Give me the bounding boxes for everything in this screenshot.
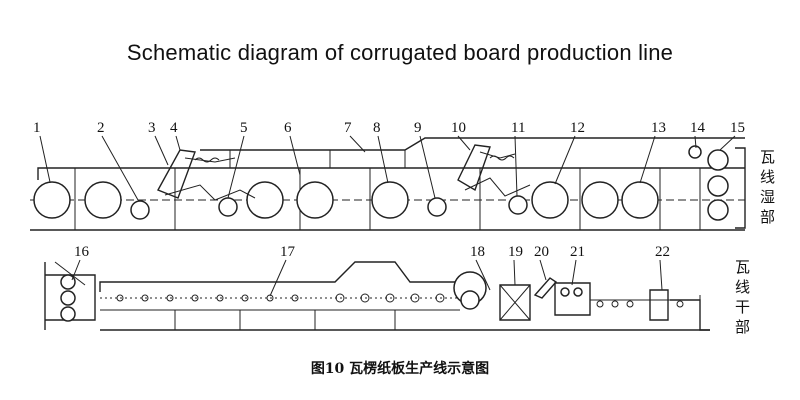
paper-roll <box>371 181 409 219</box>
label-15: 15 <box>730 120 745 136</box>
label-6: 6 <box>284 120 292 136</box>
label-22: 22 <box>655 244 670 260</box>
single-facer-10 <box>457 144 491 192</box>
double-backer-hood <box>99 261 460 292</box>
dry-posts <box>174 310 396 330</box>
stacker-21 <box>554 282 591 316</box>
paper-roll-13 <box>621 181 659 219</box>
output-table <box>670 299 710 331</box>
svg-text:线: 线 <box>760 168 775 186</box>
stack-roll <box>707 199 729 221</box>
glue-roll <box>60 306 76 322</box>
dry-part-labels: 16 17 18 19 20 21 22 <box>74 244 670 260</box>
frame-left <box>37 167 180 180</box>
glue-roll <box>60 290 76 306</box>
wet-section <box>30 137 746 231</box>
paper-roll-12 <box>531 181 569 219</box>
overhead-bridge <box>200 137 745 151</box>
svg-text:瓦: 瓦 <box>735 258 750 276</box>
label-18: 18 <box>470 244 485 260</box>
label-12: 12 <box>570 120 585 136</box>
web-path <box>479 151 516 159</box>
label-5: 5 <box>240 120 248 136</box>
cutter-20 <box>533 277 558 299</box>
feed-line <box>54 261 86 286</box>
end-frame <box>735 147 746 229</box>
slitter-cross <box>499 284 531 321</box>
stacker-roll <box>573 287 583 297</box>
figure-caption: 图10 瓦楞纸板生产线示意图 <box>310 361 490 377</box>
diagram-title: Schematic diagram of corrugated board pr… <box>126 40 674 65</box>
label-20: 20 <box>534 244 549 260</box>
paper-roll <box>246 181 284 219</box>
bridge-web <box>489 155 515 161</box>
web-path <box>464 177 531 197</box>
preheater-roll-5 <box>218 197 238 217</box>
output-conveyor <box>590 295 701 301</box>
label-14: 14 <box>690 120 706 136</box>
stack-roll-15 <box>707 149 729 171</box>
label-8: 8 <box>373 120 381 136</box>
label-21: 21 <box>570 244 585 260</box>
paper-roll <box>296 181 334 219</box>
label-1: 1 <box>33 120 41 136</box>
stack-roll <box>707 175 729 197</box>
dry-section <box>44 261 710 331</box>
svg-text:瓦: 瓦 <box>760 148 775 166</box>
label-9: 9 <box>414 120 422 136</box>
preheater-roll-2 <box>130 200 150 220</box>
label-4: 4 <box>170 120 178 136</box>
label-13: 13 <box>651 120 666 136</box>
drive-roll <box>460 290 480 310</box>
glue-roll <box>60 274 76 290</box>
svg-text:干: 干 <box>735 298 750 316</box>
wet-section-label: 瓦 线 湿 部 <box>760 148 775 226</box>
preheater-roll-11 <box>508 195 528 215</box>
preheater-roll-9 <box>427 197 447 217</box>
paper-roll-1 <box>33 181 71 219</box>
label-19: 19 <box>508 244 523 260</box>
paper-roll <box>84 181 122 219</box>
svg-text:线: 线 <box>735 278 750 296</box>
svg-text:部: 部 <box>735 318 750 336</box>
dry-section-label: 瓦 线 干 部 <box>735 258 750 336</box>
label-2: 2 <box>97 120 105 136</box>
label-11: 11 <box>511 120 525 136</box>
bridge-posts <box>229 150 406 168</box>
label-3: 3 <box>148 120 156 136</box>
wet-part-labels: 1 2 3 4 5 6 7 8 9 10 11 12 13 14 15 <box>33 120 745 136</box>
counter-22 <box>649 289 669 321</box>
label-16: 16 <box>74 244 90 260</box>
dry-leader-lines <box>71 259 663 297</box>
belt-rollers <box>116 293 445 303</box>
bridge-web <box>194 157 220 163</box>
label-7: 7 <box>344 120 352 136</box>
label-10: 10 <box>451 120 466 136</box>
label-17: 17 <box>280 244 296 260</box>
svg-text:湿: 湿 <box>760 188 775 206</box>
stacker-roll <box>560 287 570 297</box>
paper-roll <box>581 181 619 219</box>
web-path <box>164 184 256 201</box>
wet-leader-lines <box>39 135 736 201</box>
single-facer-3 <box>157 149 196 199</box>
guide-roll-14 <box>688 145 702 159</box>
conveyor-rollers <box>596 300 684 308</box>
svg-text:部: 部 <box>760 208 775 226</box>
